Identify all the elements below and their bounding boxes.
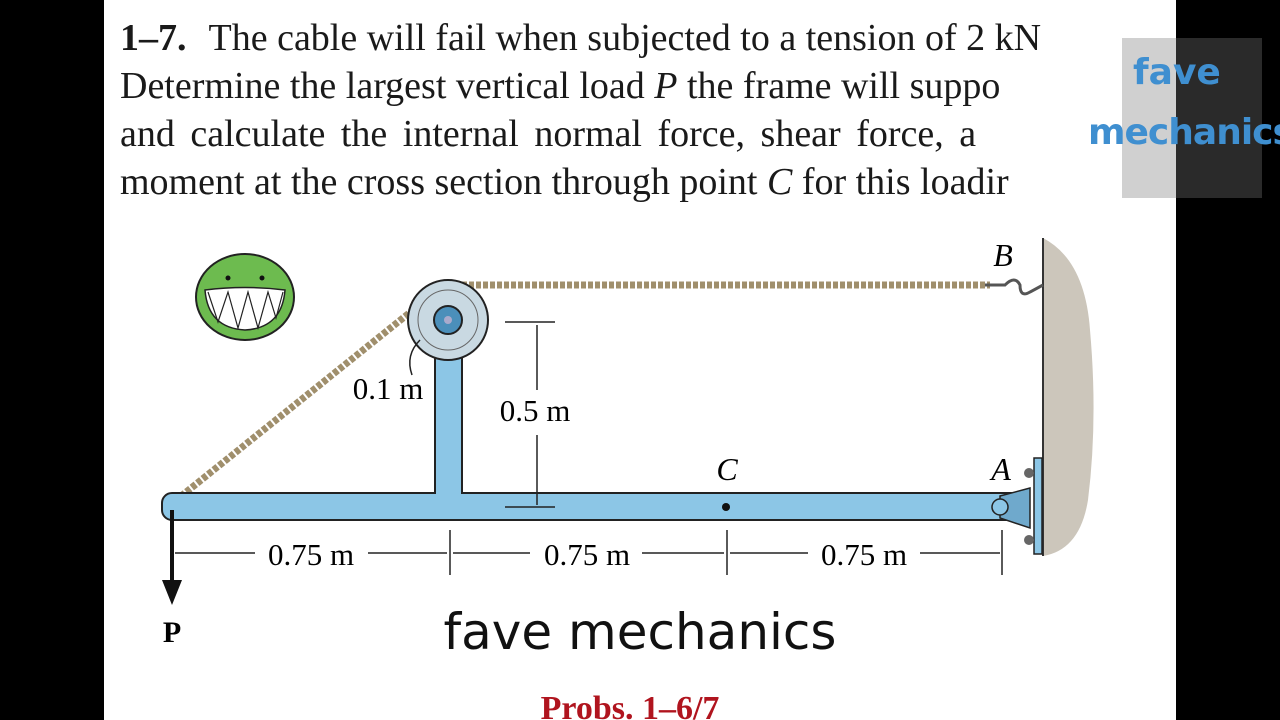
caption-overlay: fave mechanics [443, 603, 837, 661]
pulley [407, 279, 489, 361]
problem-line-4: moment at the cross section through poin… [120, 160, 1009, 204]
dimension-label: 0.75 m [544, 537, 630, 572]
mascot-icon [195, 253, 295, 341]
pulley-radius-label: 0.1 m [353, 371, 424, 406]
problem-text: for this loadir [792, 161, 1009, 203]
label-a: A [989, 451, 1011, 487]
frame-diagram: B A C P 0.1 m 0.5 m 0.75 m 0.75 m 0.75 m [161, 237, 1094, 649]
pin-support-a [991, 457, 1043, 555]
cable [167, 281, 990, 508]
dimension-label: 0.75 m [821, 537, 907, 572]
problem-text: The cable will fail when subjected to a … [208, 17, 1042, 59]
problem-number: 1–7. [120, 17, 187, 59]
variable-c: C [766, 161, 793, 203]
post-height-label: 0.5 m [500, 393, 571, 428]
label-c: C [716, 451, 738, 487]
load-arrow-p [162, 510, 182, 605]
textbook-page: 1–7. The cable will fail when subjected t… [104, 0, 1176, 720]
label-p: P [163, 616, 181, 649]
dimension-lines [175, 321, 1003, 575]
watermark-line-1: fave [1133, 52, 1221, 93]
problem-text: moment at the cross section through poin… [120, 161, 767, 203]
dimension-label: 0.75 m [268, 537, 354, 572]
label-b: B [993, 237, 1013, 273]
wall [1042, 238, 1094, 556]
problem-line-1: 1–7. The cable will fail when subjected t… [120, 16, 1041, 60]
beam [161, 492, 1023, 521]
problem-text: Determine the largest vertical load [120, 65, 655, 107]
point-c [722, 503, 730, 511]
variable-p: P [654, 65, 678, 107]
problem-text: and calculate the internal normal force,… [120, 113, 977, 155]
watermark-box [1122, 38, 1262, 198]
watermark-line-2: mechanics [1088, 112, 1280, 153]
problem-line-2: Determine the largest vertical load P th… [120, 64, 1000, 108]
problem-text: the frame will suppo [677, 65, 1001, 107]
problem-line-3: and calculate the internal normal force,… [120, 112, 976, 156]
figure-label: Probs. 1–6/7 [540, 690, 720, 720]
hook-b [985, 278, 1044, 296]
